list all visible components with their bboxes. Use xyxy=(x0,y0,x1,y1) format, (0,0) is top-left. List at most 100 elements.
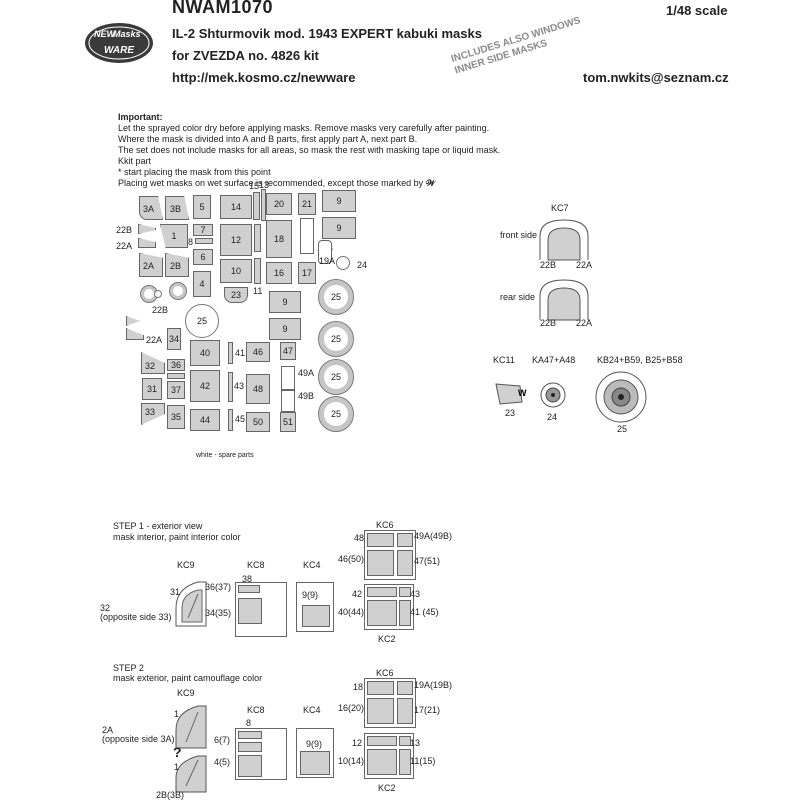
mask-label: 3B xyxy=(170,204,182,214)
step1-kc6-m1 xyxy=(367,533,394,547)
kc7-label-22a: 22A xyxy=(576,260,593,270)
mask-label: 34 xyxy=(168,334,179,344)
step1-l42: 42 xyxy=(352,589,363,599)
mask-label: 41 xyxy=(235,348,246,358)
step1-l46: 46(50) xyxy=(338,554,365,564)
note-line: * start placing the mask from this point xyxy=(118,167,271,177)
mask-25: 25 xyxy=(318,321,354,357)
step2-kc4-mask xyxy=(300,751,330,775)
step1-kc6: KC6 xyxy=(376,520,394,530)
mask-label: 8 xyxy=(188,237,194,247)
mask-22B xyxy=(138,224,156,234)
mask-label: 45 xyxy=(235,414,246,424)
step2-kc8-mask-b xyxy=(238,755,262,777)
mask-32 xyxy=(141,352,165,374)
mask-37: 37 xyxy=(167,381,185,399)
mask-label: 25 xyxy=(196,316,207,326)
step2-kc2-m1 xyxy=(367,736,397,746)
mask-15 xyxy=(253,192,260,220)
mask-46: 46 xyxy=(246,342,270,362)
logo-text-2: Masks xyxy=(113,29,141,39)
mask-label: 49A xyxy=(298,368,315,378)
step2-desc: mask exterior, paint camouflage color xyxy=(113,673,263,683)
mask-label: 11 xyxy=(253,286,263,296)
mask-17: 17 xyxy=(298,262,316,284)
mask-7: 7 xyxy=(193,224,213,236)
step2-kc6-m3 xyxy=(367,698,394,724)
mask-9: 9 xyxy=(322,190,356,212)
mask-label: 17 xyxy=(301,268,312,278)
note-line: Where the mask is divided into A and B p… xyxy=(118,134,418,144)
step1-l40: 40(44) xyxy=(338,607,365,617)
part-24-label: 24 xyxy=(547,412,558,422)
mask-label: 22A xyxy=(146,335,163,345)
mask-45 xyxy=(228,409,233,431)
mask-22A xyxy=(138,238,156,248)
mask-23: 23 xyxy=(224,287,248,303)
step2-title: STEP 2 xyxy=(113,663,144,673)
mask-label: 9 xyxy=(336,223,342,233)
email-address[interactable]: tom.nwkits@seznam.cz xyxy=(583,70,729,85)
mask-label: 33 xyxy=(145,407,156,417)
mask-label: 48 xyxy=(252,384,263,394)
mask-18: 18 xyxy=(266,220,292,258)
mask-label: 32 xyxy=(145,361,156,371)
website-link[interactable]: http://mek.kosmo.cz/newware xyxy=(172,70,356,85)
step1-l47: 47(51) xyxy=(414,556,441,566)
mask-label: 36 xyxy=(170,360,181,370)
mask-spare xyxy=(254,258,261,284)
mask-25: 25 xyxy=(318,396,354,432)
kc7-label-22a: 22A xyxy=(576,318,593,328)
mask-label: 25 xyxy=(330,409,341,419)
mask-label: 50 xyxy=(252,417,263,427)
step1-kc4: KC4 xyxy=(303,560,321,570)
mask-label: 25 xyxy=(330,372,341,382)
mask-label: 35 xyxy=(170,412,181,422)
note-line: Placing wet masks on wet surface is reco… xyxy=(118,178,518,189)
mask-label: 9 xyxy=(282,324,288,334)
mask-label: 40 xyxy=(199,348,210,358)
mask-41 xyxy=(228,342,233,364)
mask-small-ring xyxy=(169,282,187,300)
mask-label: 1 xyxy=(171,231,177,241)
mask-13 xyxy=(261,189,266,221)
step2-kc8: KC8 xyxy=(247,705,265,715)
step1-l48: 48 xyxy=(354,533,365,543)
step2-kc6-m1 xyxy=(367,681,394,695)
mask-spare xyxy=(167,373,185,379)
step1-l38: 38 xyxy=(242,574,253,584)
step2-kc6: KC6 xyxy=(376,668,394,678)
mask-6: 6 xyxy=(193,249,213,265)
mask-50: 50 xyxy=(246,412,270,432)
step1-l31: 31 xyxy=(170,587,181,597)
scale-label: 1/48 scale xyxy=(666,3,728,18)
mask-21: 21 xyxy=(298,193,316,215)
mask-51: 51 xyxy=(280,412,296,432)
mask-35: 35 xyxy=(167,405,185,429)
mask-19A xyxy=(318,240,332,264)
step2-kc8-mask-top xyxy=(238,731,262,739)
product-subtitle: for ZVEZDA no. 4826 kit xyxy=(172,48,319,63)
mask-24 xyxy=(336,256,350,270)
step1-title: STEP 1 - exterior view xyxy=(113,521,203,531)
mask-label: 2A xyxy=(143,261,155,271)
mask-1: 1 xyxy=(160,224,188,248)
mask-19B xyxy=(300,218,314,254)
part-23-label: 23 xyxy=(505,408,516,418)
mask-49A xyxy=(281,366,295,390)
step2-l2a-opp: (opposite side 3A) xyxy=(102,734,175,744)
mask-label: 44 xyxy=(199,415,210,425)
mask-label: 7 xyxy=(200,225,206,235)
step2-l6: 6(7) xyxy=(214,735,231,745)
step2-l8: 8 xyxy=(246,718,252,728)
step1-kc8: KC8 xyxy=(247,560,265,570)
mask-label: 43 xyxy=(234,381,245,391)
part-23-drawing: W xyxy=(495,383,527,405)
mask-47: 47 xyxy=(280,342,296,360)
mask-36: 36 xyxy=(167,359,185,371)
mask-49B xyxy=(281,390,295,412)
step2-kc2-m4 xyxy=(399,749,411,775)
step1-l34: 34(35) xyxy=(205,608,232,618)
step1-kc9: KC9 xyxy=(177,560,195,570)
step1-l49a: 49A(49B) xyxy=(414,531,453,541)
